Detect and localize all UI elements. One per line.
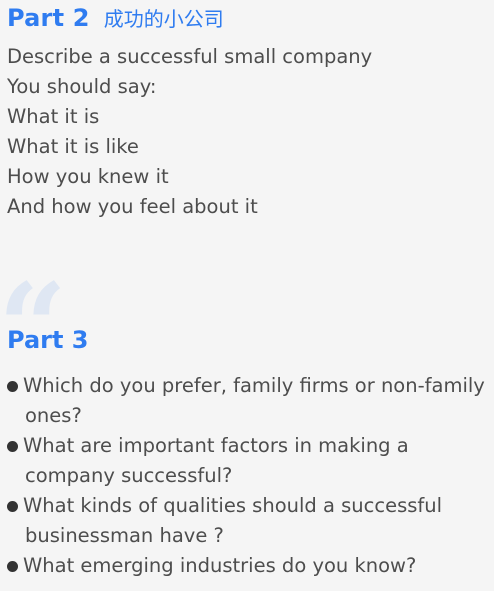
question-item: What emerging industries do you know? [7, 551, 487, 581]
question-text: Which do you prefer, family firms or non… [23, 371, 485, 431]
part2-topic: 成功的小公司 [103, 7, 224, 31]
bullet-icon [7, 381, 18, 392]
cue-card: Describe a successful small company You … [7, 42, 372, 222]
bullet-icon [7, 441, 18, 452]
question-item: Which do you prefer, family firms or non… [7, 371, 487, 431]
question-item: What are important factors in making a c… [7, 431, 487, 491]
question-line: What kinds of qualities should a success… [23, 494, 443, 517]
quotation-mark-icon: “ [0, 257, 68, 398]
question-line: Which do you prefer, family firms or non… [23, 374, 485, 397]
cue-card-prompt: You should say: [7, 75, 157, 98]
question-line: ones? [25, 404, 82, 427]
question-list: Which do you prefer, family firms or non… [7, 371, 487, 581]
part2-title: Part 2 [7, 4, 90, 32]
bullet-icon [7, 561, 18, 572]
question-item: What kinds of qualities should a success… [7, 491, 487, 551]
question-line: What emerging industries do you know? [23, 554, 417, 577]
question-text: What are important factors in making a c… [23, 431, 485, 491]
question-text: What emerging industries do you know? [23, 551, 485, 581]
cue-card-point: What it is like [7, 135, 139, 158]
question-text: What kinds of qualities should a success… [23, 491, 485, 551]
cue-card-topic: Describe a successful small company [7, 45, 373, 68]
bullet-icon [7, 501, 18, 512]
cue-card-point: What it is [7, 105, 100, 128]
question-line: businessman have ? [25, 524, 224, 547]
cue-card-point: And how you feel about it [7, 195, 258, 218]
part2-heading: Part 2 成功的小公司 [7, 3, 224, 32]
part3-title: Part 3 [7, 326, 89, 354]
question-line: company successful? [25, 464, 233, 487]
cue-card-point: How you knew it [7, 165, 169, 188]
question-line: What are important factors in making a [23, 434, 409, 457]
